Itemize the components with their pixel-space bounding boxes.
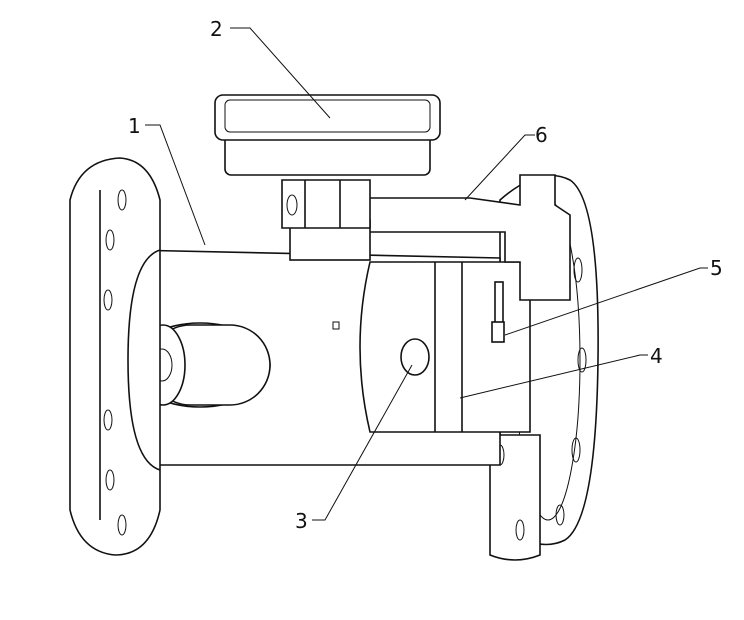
- label-5: 5: [710, 256, 723, 280]
- left-flange: [69, 157, 161, 556]
- label-2: 2: [210, 17, 223, 41]
- measuring-section: [359, 261, 531, 433]
- label-6: 6: [535, 123, 548, 147]
- label-1: 1: [128, 114, 141, 138]
- neck: [281, 179, 371, 261]
- display-head: [214, 94, 441, 176]
- bracket: [339, 174, 571, 301]
- leader-lines: [145, 27, 708, 521]
- label-4: 4: [650, 344, 663, 368]
- label-3: 3: [295, 509, 308, 533]
